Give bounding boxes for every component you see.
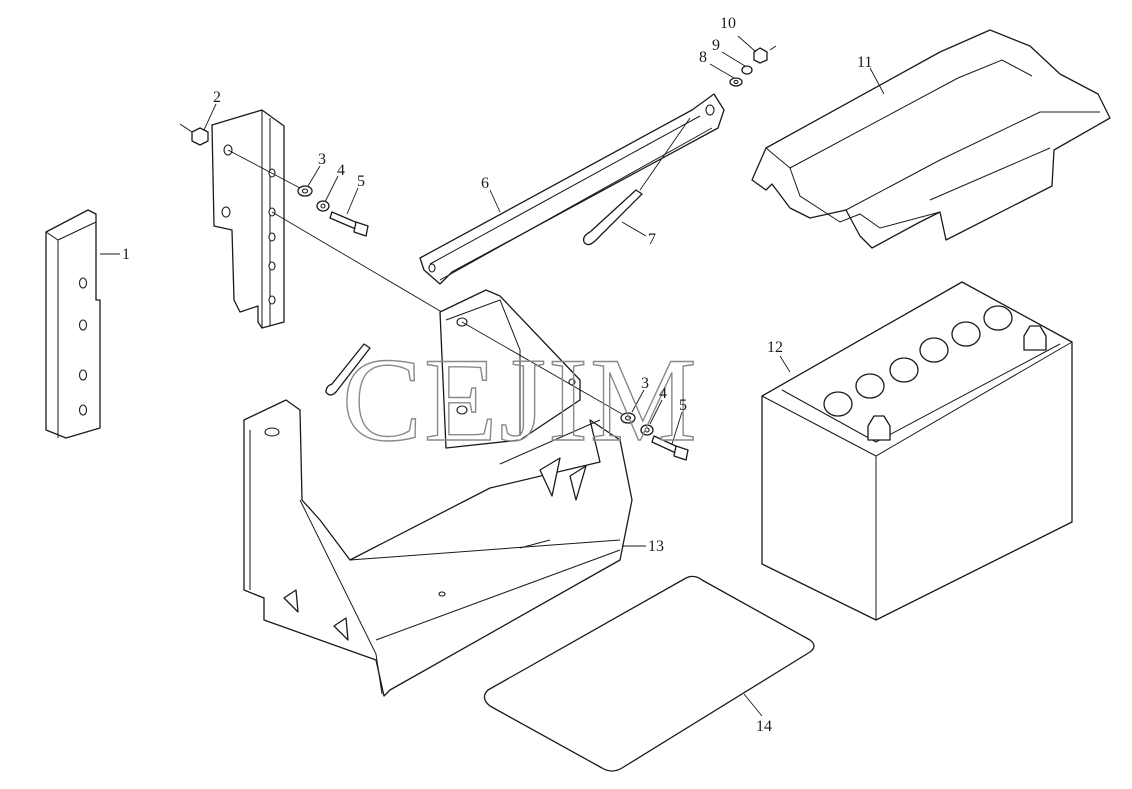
part-12-battery	[761, 281, 1073, 621]
part-2-nut	[179, 123, 209, 146]
part-13-battery-tray	[243, 399, 633, 697]
rear-clamp-bracket	[439, 289, 623, 449]
callout-12: 12	[767, 339, 783, 356]
callout-3-upper: 3	[318, 151, 326, 168]
part-11-battery-cover	[751, 29, 1111, 249]
lower-fasteners	[620, 412, 689, 461]
callout-13: 13	[648, 538, 664, 555]
callout-2: 2	[213, 89, 221, 106]
watermark: CEJIM	[342, 333, 699, 466]
callout-10: 10	[720, 15, 736, 32]
callout-labels: 1 2 3 4 5 6 7 8 9 10 11 12 3 4 5 13 14	[122, 15, 872, 735]
callout-4-upper: 4	[337, 162, 345, 179]
mounting-bracket	[211, 109, 453, 329]
callout-1: 1	[122, 246, 130, 263]
part-14-pad	[483, 575, 815, 772]
callout-11: 11	[857, 54, 872, 71]
callout-4-lower: 4	[659, 385, 667, 402]
callout-14: 14	[756, 718, 772, 735]
tray-j-bolt	[325, 343, 371, 396]
top-fasteners	[729, 45, 777, 87]
part-7-j-bolt	[582, 117, 691, 246]
part-6-hold-down-bar	[419, 93, 725, 285]
leader-lines	[100, 35, 885, 717]
upper-fasteners	[297, 185, 369, 237]
part-1-bracket	[45, 209, 101, 439]
callout-6: 6	[481, 175, 489, 192]
callout-7: 7	[648, 231, 656, 248]
callout-3-lower: 3	[641, 375, 649, 392]
callout-5-upper: 5	[357, 173, 365, 190]
callout-8: 8	[699, 49, 707, 66]
callout-9: 9	[712, 37, 720, 54]
callout-5-lower: 5	[679, 397, 687, 414]
